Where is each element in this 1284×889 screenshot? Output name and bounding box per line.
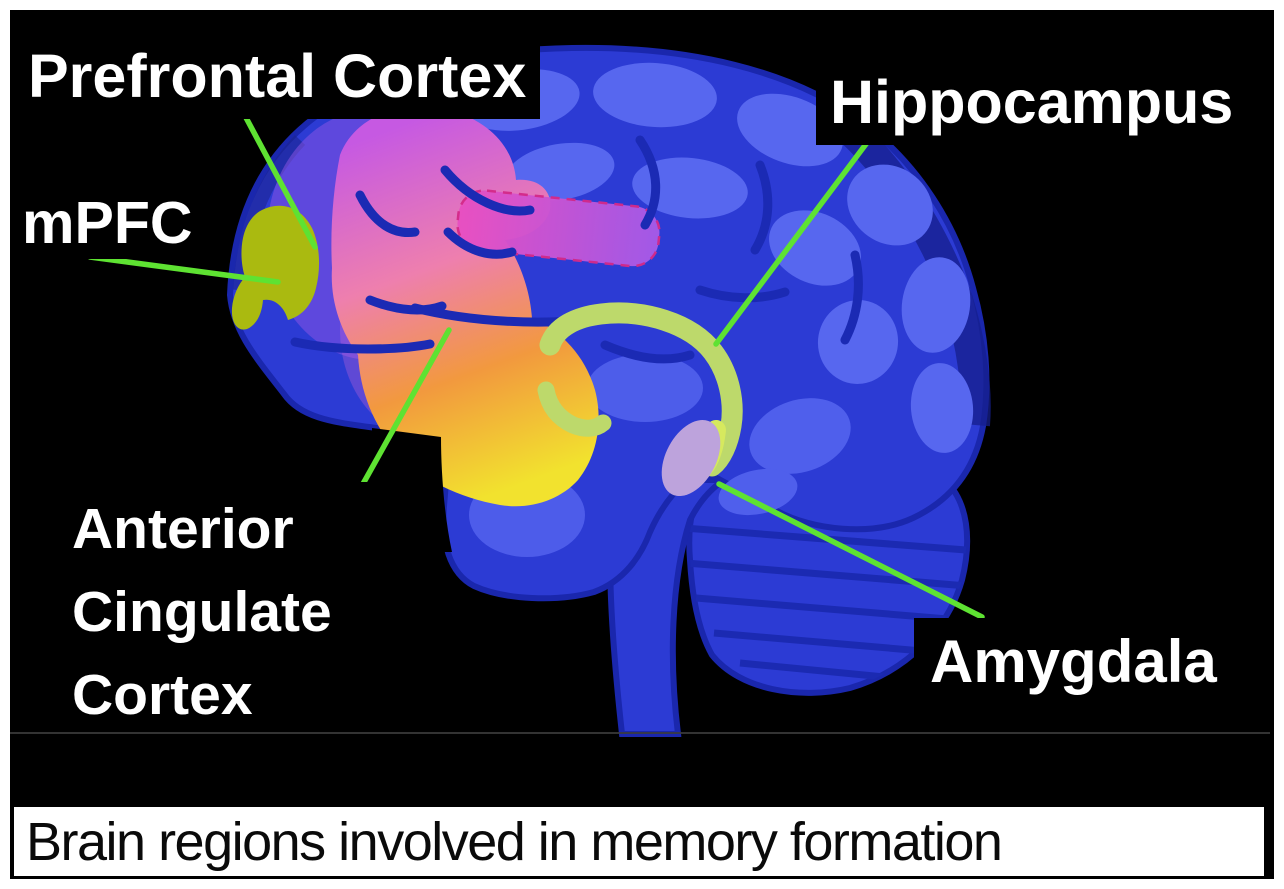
leader-line-hippocampus (713, 133, 875, 347)
caption-text: Brain regions involved in memory formati… (26, 811, 1003, 872)
mpfc-region-highlight (231, 205, 320, 330)
label-acc-line3: Cortex (72, 663, 253, 727)
divider-line (10, 732, 1270, 734)
label-acc-line2: Cingulate (72, 580, 332, 644)
label-acc-line1: Anterior (72, 497, 294, 561)
label-mpfc: mPFC (12, 188, 203, 259)
label-hippocampus: Hippocampus (816, 60, 1240, 145)
label-anterior-cingulate-cortex: Anterior Cingulate Cortex (60, 482, 388, 751)
fornix (537, 381, 612, 437)
underside-notch (372, 428, 452, 552)
label-prefrontal-cortex: Prefrontal Cortex (16, 36, 541, 119)
leader-line-mpfc (87, 254, 281, 285)
label-amygdala: Amygdala (914, 618, 1233, 706)
caption-bar: Brain regions involved in memory formati… (10, 803, 1268, 880)
amygdala-region-highlight (661, 419, 721, 497)
leader-line-prefrontal-cortex (240, 109, 318, 250)
hippocampus-region-highlight (539, 302, 743, 477)
gyri (460, 62, 974, 557)
leader-line-amygdala (716, 481, 985, 620)
frontal-rim-shadow (233, 135, 306, 291)
leader-line-anterior-cingulate-cortex (356, 327, 452, 494)
leader-lines (87, 109, 985, 620)
